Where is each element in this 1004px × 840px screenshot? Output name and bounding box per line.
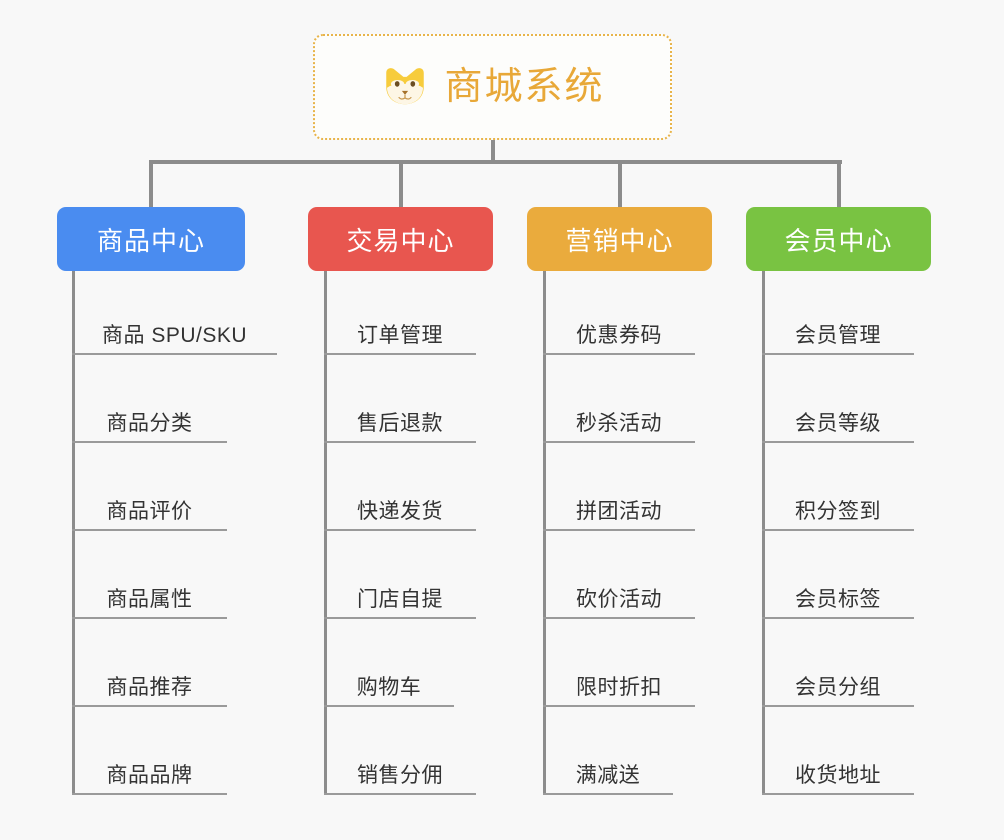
leaf-item-label: 商品评价 (106, 499, 193, 523)
connector-root-stem (491, 140, 495, 162)
category-box-1[interactable]: 商品中心 (57, 207, 245, 271)
connector-horizontal-bus (151, 160, 842, 164)
leaf-item-label: 拼团活动 (576, 499, 662, 523)
leaf-item[interactable]: 会员分组 (762, 623, 914, 707)
connector-drop-1 (149, 160, 153, 207)
leaf-item[interactable]: 砍价活动 (543, 535, 695, 619)
leaf-spine (72, 271, 75, 795)
category-label: 商品中心 (96, 225, 205, 256)
leaf-item[interactable]: 商品评价 (72, 447, 227, 531)
leaf-item[interactable]: 门店自提 (324, 535, 476, 619)
leaf-item-label: 商品推荐 (106, 675, 193, 699)
leaf-item[interactable]: 会员标签 (762, 535, 914, 619)
leaf-item[interactable]: 商品推荐 (72, 623, 227, 707)
leaf-item[interactable]: 拼团活动 (543, 447, 695, 531)
leaf-item-label: 限时折扣 (576, 675, 662, 699)
leaf-item-label: 门店自提 (357, 587, 443, 611)
leaf-item[interactable]: 优惠券码 (543, 271, 695, 355)
category-box-2[interactable]: 交易中心 (308, 207, 493, 271)
root-node-shopping-mall-system[interactable]: 商城系统 (313, 34, 672, 140)
root-title: 商城系统 (444, 66, 605, 108)
leaf-item-label: 会员等级 (795, 411, 881, 435)
leaf-item[interactable]: 秒杀活动 (543, 359, 695, 443)
leaf-item[interactable]: 售后退款 (324, 359, 476, 443)
leaf-item-label: 商品属性 (106, 587, 193, 611)
leaf-item[interactable]: 会员等级 (762, 359, 914, 443)
leaf-item-label: 秒杀活动 (576, 411, 662, 435)
category-box-3[interactable]: 营销中心 (527, 207, 712, 271)
shiba-dog-face-icon (386, 68, 425, 105)
leaf-item[interactable]: 积分签到 (762, 447, 914, 531)
leaf-item-label: 售后退款 (357, 411, 443, 435)
leaf-item-label: 优惠券码 (576, 323, 662, 347)
connector-drop-4 (836, 160, 841, 207)
category-label: 交易中心 (346, 225, 455, 256)
leaf-item[interactable]: 订单管理 (324, 271, 476, 355)
category-box-4[interactable]: 会员中心 (746, 207, 931, 271)
leaf-item-label: 满减送 (575, 763, 641, 787)
leaf-item[interactable]: 商品品牌 (72, 711, 227, 795)
leaf-item-label: 会员标签 (795, 587, 881, 611)
leaf-item[interactable]: 会员管理 (762, 271, 914, 355)
category-label: 会员中心 (784, 225, 893, 256)
leaf-item-label: 积分签到 (795, 499, 881, 523)
leaf-item[interactable]: 限时折扣 (543, 623, 695, 707)
category-label: 营销中心 (565, 225, 674, 256)
leaf-item[interactable]: 商品属性 (72, 535, 227, 619)
leaf-item[interactable]: 快递发货 (324, 447, 476, 531)
leaf-spine (762, 271, 765, 795)
leaf-item-label: 快递发货 (357, 499, 443, 523)
leaf-item-label: 订单管理 (357, 323, 443, 347)
leaf-item-label: 销售分佣 (357, 763, 443, 787)
leaf-item-label: 砍价活动 (576, 587, 662, 611)
leaf-spine (543, 271, 546, 795)
leaf-item-label: 会员分组 (795, 675, 881, 699)
leaf-item[interactable]: 满减送 (543, 711, 673, 795)
connector-drop-3 (617, 160, 622, 207)
leaf-item[interactable]: 销售分佣 (324, 711, 476, 795)
connector-drop-2 (398, 160, 403, 207)
leaf-item[interactable]: 商品 SPU/SKU (72, 271, 277, 355)
leaf-item[interactable]: 收货地址 (762, 711, 914, 795)
leaf-item-label: 商品分类 (106, 411, 193, 435)
leaf-item-label: 商品品牌 (106, 763, 193, 787)
leaf-item-label: 购物车 (356, 675, 422, 699)
leaf-item[interactable]: 商品分类 (72, 359, 227, 443)
leaf-item-label: 商品 SPU/SKU (101, 323, 248, 347)
leaf-item-label: 收货地址 (795, 763, 881, 787)
leaf-item[interactable]: 购物车 (324, 623, 454, 707)
leaf-spine (324, 271, 327, 795)
leaf-item-label: 会员管理 (795, 323, 881, 347)
